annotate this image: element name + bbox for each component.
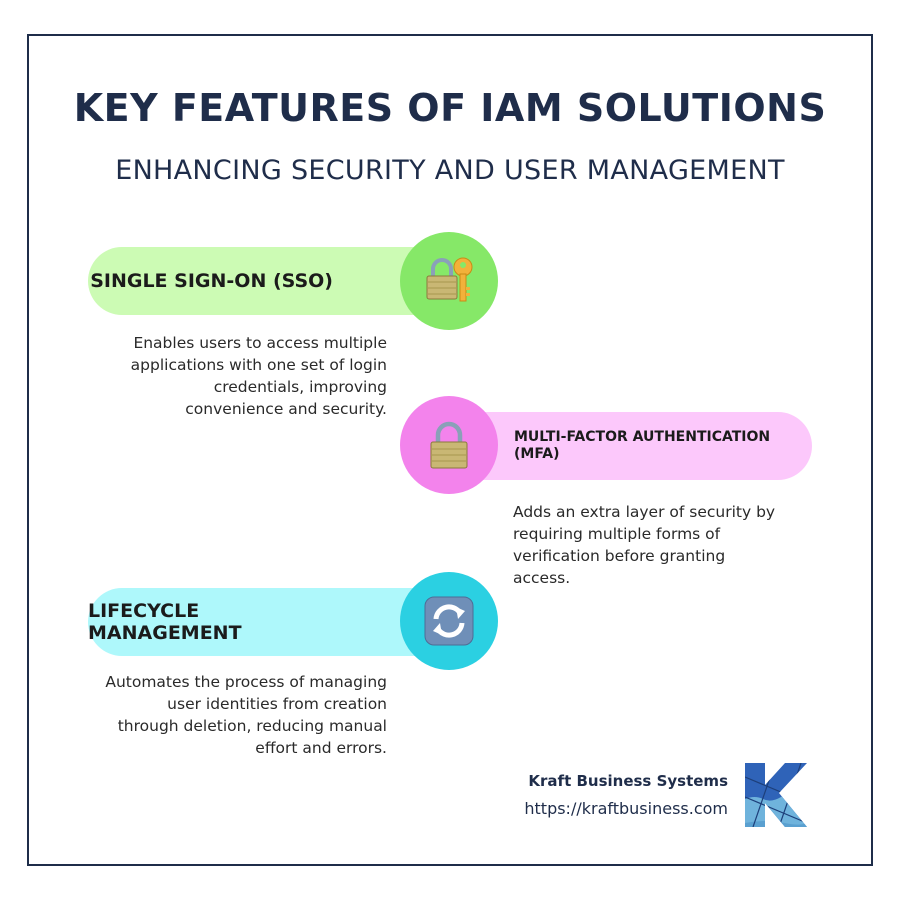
feature-sso-description: Enables users to access multiple applica…: [130, 334, 387, 418]
company-url[interactable]: https://kraftbusiness.com: [524, 799, 728, 818]
feature-sso-pill: SINGLE SIGN-ON (SSO): [88, 247, 448, 315]
kraft-k-logo-icon: [745, 763, 807, 827]
feature-mfa-description: Adds an extra layer of security by requi…: [513, 503, 776, 587]
feature-lifecycle-circle: [400, 572, 498, 670]
page-title: KEY FEATURES OF IAM SOLUTIONS: [73, 86, 827, 130]
feature-sso-circle: [400, 232, 498, 330]
padlock-icon: [430, 421, 468, 469]
refresh-arrows-icon: [424, 596, 474, 646]
page-subtitle: ENHANCING SECURITY AND USER MANAGEMENT: [115, 155, 785, 186]
feature-mfa-pill: MULTI-FACTOR AUTHENTICATION (MFA): [452, 412, 812, 480]
feature-mfa-title: MULTI-FACTOR AUTHENTICATION (MFA): [514, 429, 771, 462]
feature-sso-title: SINGLE SIGN-ON (SSO): [90, 270, 333, 292]
company-name: Kraft Business Systems: [528, 772, 728, 790]
feature-lifecycle-title: LIFECYCLE MANAGEMENT: [88, 600, 242, 644]
feature-mfa-circle: [400, 396, 498, 494]
lock-with-key-icon: [426, 257, 473, 302]
feature-lifecycle-description: Automates the process of managing user i…: [105, 673, 387, 757]
feature-lifecycle-pill: LIFECYCLE MANAGEMENT: [88, 588, 448, 656]
